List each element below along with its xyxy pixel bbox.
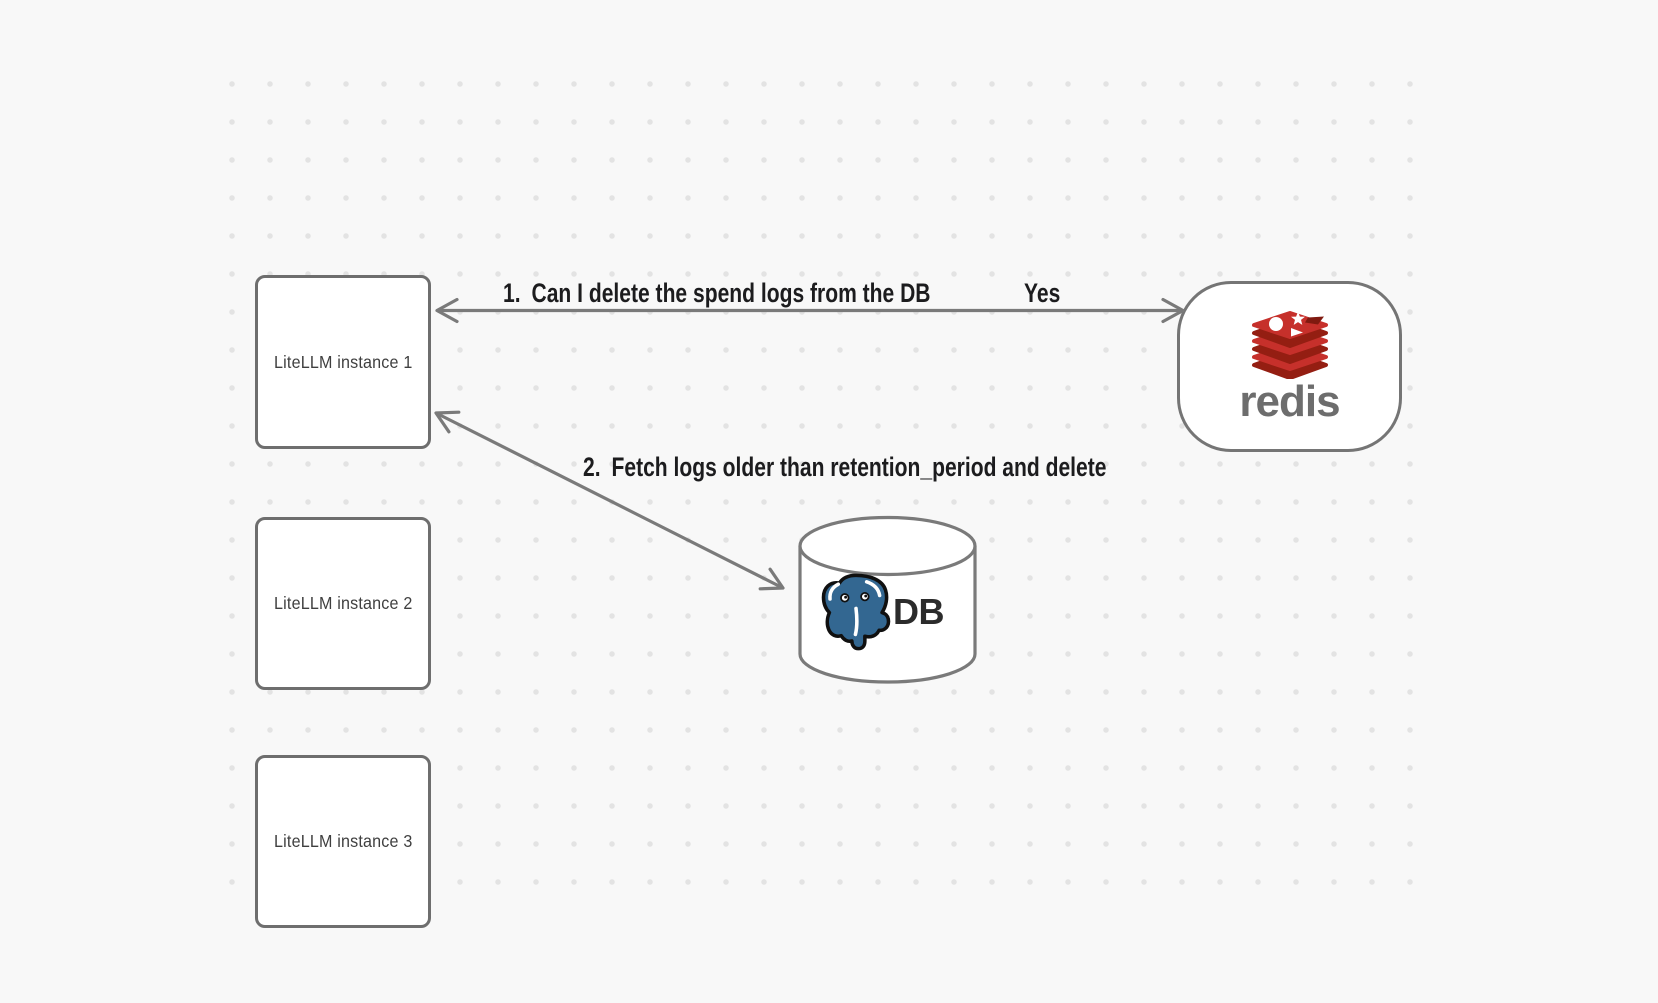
redis-logo-icon: [1251, 311, 1328, 379]
edge1-response-text: Yes: [1024, 278, 1061, 308]
postgresql-elephant-icon: [821, 573, 891, 651]
edge1-response: Yes: [1024, 278, 1061, 309]
edge1-text: Can I delete the spend logs from the DB: [531, 278, 931, 308]
node-label: LiteLLM instance 3: [273, 831, 413, 851]
arrow-instance1-db: [434, 410, 785, 591]
node-litellm-instance-2: LiteLLM instance 2: [255, 517, 431, 690]
edge2-text: Fetch logs older than retention_period a…: [611, 452, 1107, 482]
node-redis: redis: [1177, 281, 1402, 452]
redis-wordmark: redis: [1239, 377, 1340, 426]
node-db-content: DB: [800, 549, 975, 675]
edge2-number: 2.: [583, 452, 601, 482]
node-label: LiteLLM instance 1: [273, 351, 413, 372]
edge1-number: 1.: [503, 278, 521, 308]
node-litellm-instance-3: LiteLLM instance 3: [255, 755, 431, 928]
edge1-label: 1. Can I delete the spend logs from the …: [503, 278, 931, 309]
node-litellm-instance-1: LiteLLM instance 1: [255, 275, 431, 449]
edge2-label: 2. Fetch logs older than retention_perio…: [583, 452, 1107, 483]
node-label: LiteLLM instance 2: [273, 593, 413, 613]
db-label: DB: [893, 591, 945, 632]
